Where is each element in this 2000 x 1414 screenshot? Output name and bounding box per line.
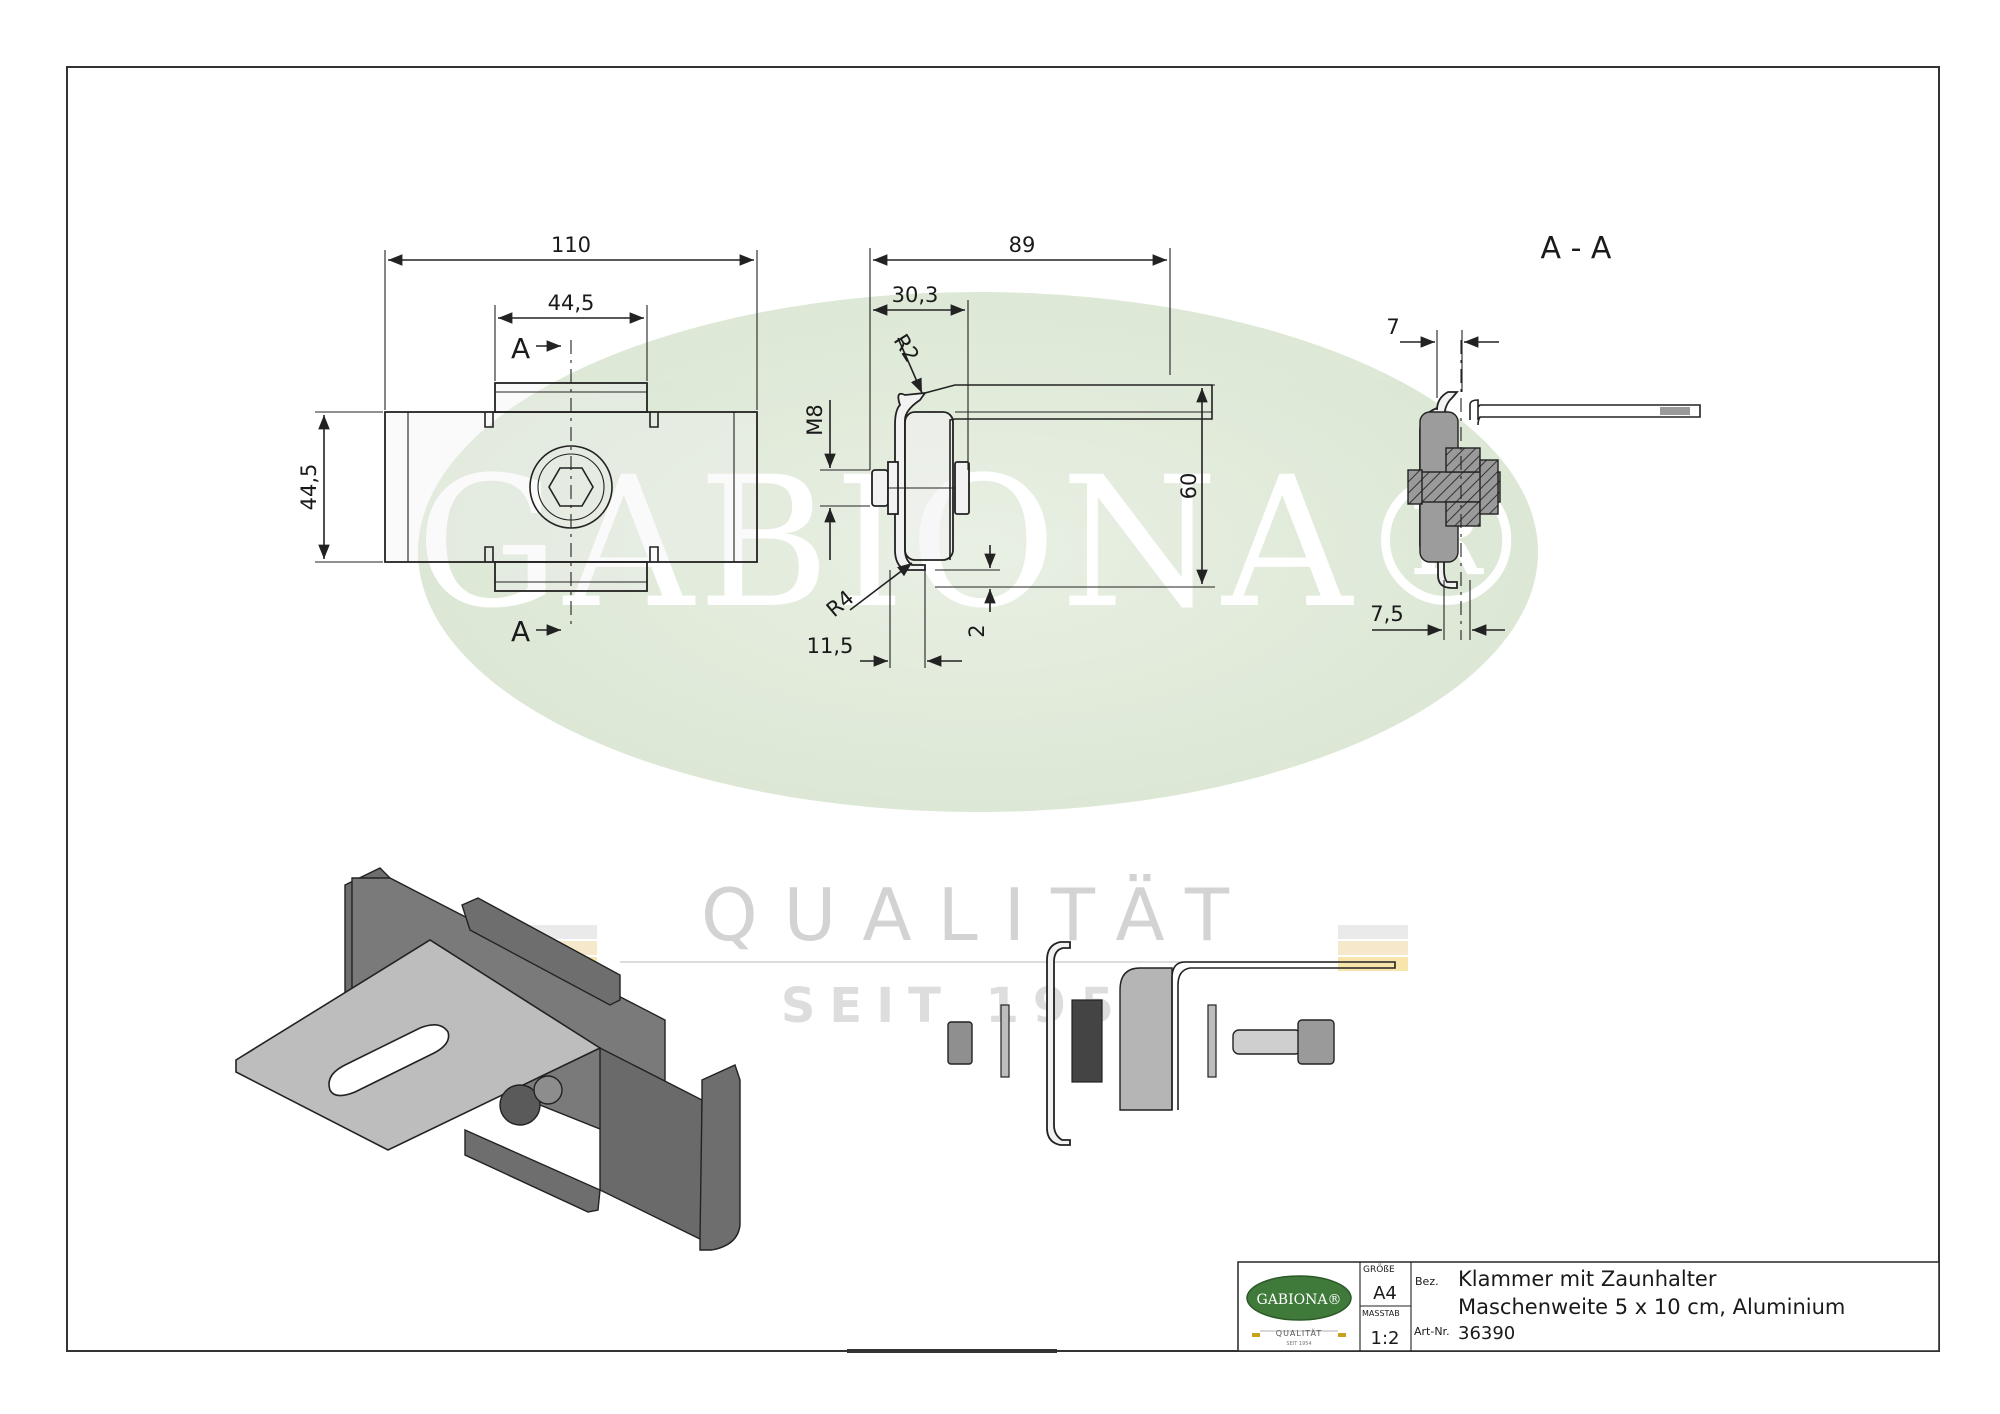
name-line2: Maschenweite 5 x 10 cm, Aluminium <box>1458 1295 1845 1319</box>
isometric-view <box>235 867 741 1251</box>
exploded-washer-2 <box>1207 1004 1217 1078</box>
side-spacer-block <box>904 411 954 561</box>
name-label: Bez. <box>1415 1275 1439 1288</box>
section-label: A - A <box>1541 231 1612 266</box>
dim-section-top: 7 <box>1386 315 1399 339</box>
iso-bolt <box>499 1084 541 1126</box>
section-washer-bottom <box>1445 501 1481 527</box>
exploded-block <box>1119 967 1173 1111</box>
title-block-logo: GABIONA® QUALITÄT SEIT 1954 <box>1246 1275 1352 1347</box>
exploded-bolt-head <box>1297 1019 1335 1065</box>
side-fence-holder <box>924 384 1213 560</box>
watermark-flag-right <box>1338 925 1408 971</box>
svg-text:A: A <box>511 332 530 365</box>
iso-lower-flange <box>464 1128 601 1213</box>
dim-section-bottom: 7,5 <box>1370 602 1403 626</box>
section-head <box>1479 459 1499 515</box>
exploded-bracket <box>1046 941 1071 1146</box>
section-washer-top <box>1445 447 1481 473</box>
size-label: GRÖßE <box>1363 1264 1395 1275</box>
dim-front-width: 110 <box>551 233 591 257</box>
section-fence-holder <box>1469 399 1701 426</box>
watermark-tagline: QUALITÄT <box>701 873 1255 957</box>
front-view: A A <box>384 332 758 648</box>
section-nut-left <box>1407 469 1423 505</box>
iso-upper-flange <box>461 897 621 1006</box>
artno-label: Art-Nr. <box>1414 1325 1450 1338</box>
artno-value: 36390 <box>1458 1323 1515 1344</box>
dim-bolt: M8 <box>803 404 827 435</box>
section-marker-bottom: A <box>511 615 561 648</box>
exploded-fence-holder <box>1171 961 1396 1110</box>
iso-front-lip <box>699 1064 741 1251</box>
svg-text:A: A <box>511 615 530 648</box>
scale-value: 1:2 <box>1371 1328 1400 1349</box>
dim-front-inner-width: 44,5 <box>548 291 595 315</box>
dim-side-bottom-offset: 11,5 <box>807 634 854 658</box>
dim-side-length: 89 <box>1009 233 1036 257</box>
iso-nut <box>533 1075 563 1105</box>
size-value: A4 <box>1373 1283 1397 1304</box>
section-slot <box>1660 407 1690 415</box>
dim-side-height: 60 <box>1177 473 1201 500</box>
scale-label: MASSTAB <box>1362 1309 1400 1318</box>
watermark-since: SEIT 1954 <box>781 978 1175 1034</box>
svg-text:QUALITÄT: QUALITÄT <box>1276 1328 1322 1338</box>
exploded-bolt-shaft <box>1232 1029 1302 1055</box>
exploded-nut <box>947 1021 973 1065</box>
dim-front-height: 44,5 <box>297 464 321 511</box>
title-block: GABIONA® QUALITÄT SEIT 1954 GRÖßE A4 MAS… <box>1237 1261 1940 1352</box>
side-nut-left <box>871 469 889 507</box>
section-view: A - A <box>1407 231 1701 640</box>
section-dimensions: 7 7,5 <box>1370 315 1505 640</box>
dim-side-offset: 30,3 <box>892 283 939 307</box>
iso-slot <box>328 1024 450 1097</box>
dim-side-thickness: 2 <box>965 624 989 637</box>
watermark-ellipse <box>418 292 1538 812</box>
iso-front-wall <box>599 1046 703 1242</box>
svg-text:SEIT 1954: SEIT 1954 <box>1286 1341 1311 1347</box>
front-hex-socket <box>548 467 594 507</box>
exploded-view <box>947 941 1396 1146</box>
watermark-brand: GABIONA® <box>416 439 1540 648</box>
exploded-washer-1 <box>1000 1004 1010 1078</box>
svg-text:GABIONA®: GABIONA® <box>1257 1292 1342 1308</box>
name-line1: Klammer mit Zaunhalter <box>1458 1267 1717 1291</box>
side-bolt-head <box>954 461 970 515</box>
section-marker-top: A <box>511 332 561 365</box>
front-dimensions: 110 44,5 44,5 <box>297 233 758 563</box>
exploded-spacer <box>1071 999 1103 1083</box>
